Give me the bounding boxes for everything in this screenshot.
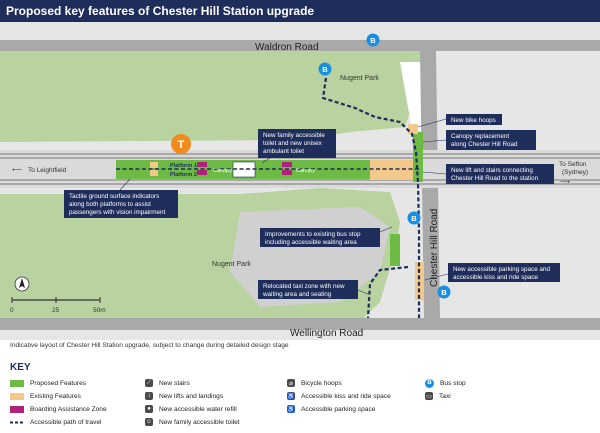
map-caption: Indicative layout of Chester Hill Statio…: [10, 342, 289, 349]
toilet-callout: [258, 129, 336, 158]
svg-text:New accessible parking space a: New accessible parking space and: [453, 266, 550, 273]
tactile-callout: [64, 190, 178, 218]
lift-path: [413, 132, 423, 182]
stairs-icon: ⟋: [145, 379, 153, 387]
svg-text:B: B: [370, 36, 376, 45]
lift-stairs-callout: [446, 164, 554, 184]
lift-icon: ↕: [145, 392, 153, 400]
bus-stop-icon: [407, 211, 421, 225]
taxi-icon: ▭: [425, 392, 433, 400]
page-title: Proposed key features of Chester Hill St…: [6, 4, 315, 18]
parking-callout: [448, 263, 560, 282]
svg-text:along both platforms to assist: along both platforms to assist: [69, 201, 151, 208]
svg-text:including accessible waiting a: including accessible waiting area: [265, 239, 357, 246]
key-new-lifts: ↕ New lifts and landings: [145, 390, 223, 402]
west-arrow-icon: ⟵: [12, 167, 22, 174]
taxi-callout: [258, 280, 358, 299]
svg-text:Relocated taxi zone with new: Relocated taxi zone with new: [263, 283, 345, 290]
svg-text:waiting area and seating: waiting area and seating: [262, 291, 332, 298]
svg-text:T: T: [178, 139, 185, 151]
svg-text:Tactile ground surface indicat: Tactile ground surface indicators: [69, 193, 159, 200]
bike-hoop-area: [408, 124, 418, 134]
bus-stop-icon: [366, 33, 380, 47]
map-canvas: Waldron Road Wellington Road Chester Hil…: [0, 22, 600, 340]
svg-text:New lift and stairs connecting: New lift and stairs connecting: [451, 167, 533, 174]
svg-text:B: B: [322, 65, 328, 74]
scale-zero: 0: [10, 307, 14, 314]
to-leightfield-label: To Leightfield: [28, 167, 67, 174]
waldron-road-shape: [0, 40, 600, 51]
scale-mid: 25: [52, 307, 60, 314]
platform2-label: Platform 2: [170, 172, 197, 178]
water-refill-icon: ●: [145, 405, 153, 413]
svg-text:passengers with vision impairm: passengers with vision impairment: [69, 209, 165, 216]
parking-area: [415, 262, 424, 300]
key-kiss-and-ride: ♿ Accessible kiss and ride space: [287, 392, 391, 400]
bus-stop-icon: B: [425, 378, 434, 388]
key-accessible-path: Accessible path of travel: [10, 416, 101, 428]
accessible-path-south: [366, 265, 409, 319]
key-bicycle-hoops: ⌀ Bicycle hoops: [287, 377, 342, 389]
nugent-park-bottom-label: Nugent Park: [212, 261, 251, 268]
svg-text:along Chester Hill Road: along Chester Hill Road: [451, 141, 518, 148]
boarding-swatch: [10, 405, 24, 413]
svg-text:Canopy replacement: Canopy replacement: [451, 133, 509, 140]
svg-text:New bike hoops: New bike hoops: [451, 117, 496, 124]
accessible-path-north: [321, 77, 421, 318]
east-arrow-icon: ⟶: [560, 179, 570, 186]
bus-stop-icon: [437, 285, 451, 299]
svg-text:ambulant toilet: ambulant toilet: [263, 148, 304, 155]
nugent-park-top-label: Nugent Park: [340, 75, 379, 82]
key-existing-features: Existing Features: [10, 390, 81, 402]
canopy-label-2: Canopy: [296, 168, 315, 174]
key-heading: KEY: [10, 362, 31, 373]
key-bus-stop: B Bus stop: [425, 377, 466, 389]
key-taxi: ▭ Taxi: [425, 392, 451, 400]
svg-text:New family accessible: New family accessible: [263, 132, 325, 139]
key-proposed-features: Proposed Features: [10, 377, 86, 389]
bike-hoops-callout: [446, 114, 502, 125]
station-map: Waldron Road Wellington Road Chester Hil…: [0, 22, 600, 340]
bus-stop-callout: [260, 228, 380, 247]
scale-end: 50m: [93, 307, 106, 314]
train-station-icon: [171, 134, 191, 154]
bus-stop-icon: [318, 62, 332, 76]
proposed-swatch: [10, 379, 24, 387]
kiss-and-ride-icon: ♿: [287, 392, 295, 400]
key-family-toilet: ☺ New family accessible toilet: [145, 418, 240, 426]
key-boarding-zone: Boarding Assistance Zone: [10, 403, 107, 415]
family-toilet-icon: ☺: [145, 418, 153, 426]
key-accessible-parking: ♿ Accessible parking space: [287, 405, 376, 413]
svg-text:B: B: [441, 288, 447, 297]
nugent-park-north: [0, 48, 430, 142]
svg-text:B: B: [411, 214, 417, 223]
existing-swatch: [10, 392, 24, 400]
svg-text:Improvements to existing bus s: Improvements to existing bus stop: [265, 231, 361, 238]
key-water-refill: ● New accessible water refill: [145, 403, 237, 415]
key-new-stairs: ⟋ New stairs: [145, 379, 190, 387]
wellington-road-label: Wellington Road: [290, 328, 363, 339]
accessible-parking-icon: ♿: [287, 405, 295, 413]
to-sefton-label: To Sefton: [559, 161, 587, 168]
wellington-road-shape: [0, 318, 600, 330]
chester-hill-road-label: Chester Hill Road: [429, 209, 440, 287]
platform1-label: Platform 1: [170, 163, 197, 169]
svg-text:accessible kiss and ride space: accessible kiss and ride space: [453, 274, 539, 281]
svg-text:Chester Hill Road to the stati: Chester Hill Road to the station: [451, 175, 539, 182]
waldron-road-label: Waldron Road: [255, 42, 319, 53]
canopy-callout: [446, 130, 536, 150]
title-bar: Proposed key features of Chester Hill St…: [0, 0, 600, 22]
svg-text:toilet and new unisex: toilet and new unisex: [263, 140, 323, 147]
accessible-path-swatch: [10, 421, 24, 423]
bicycle-icon: ⌀: [287, 379, 295, 387]
canopy-label-1: Canopy: [213, 168, 232, 174]
sydney-label: (Sydney): [562, 169, 588, 176]
